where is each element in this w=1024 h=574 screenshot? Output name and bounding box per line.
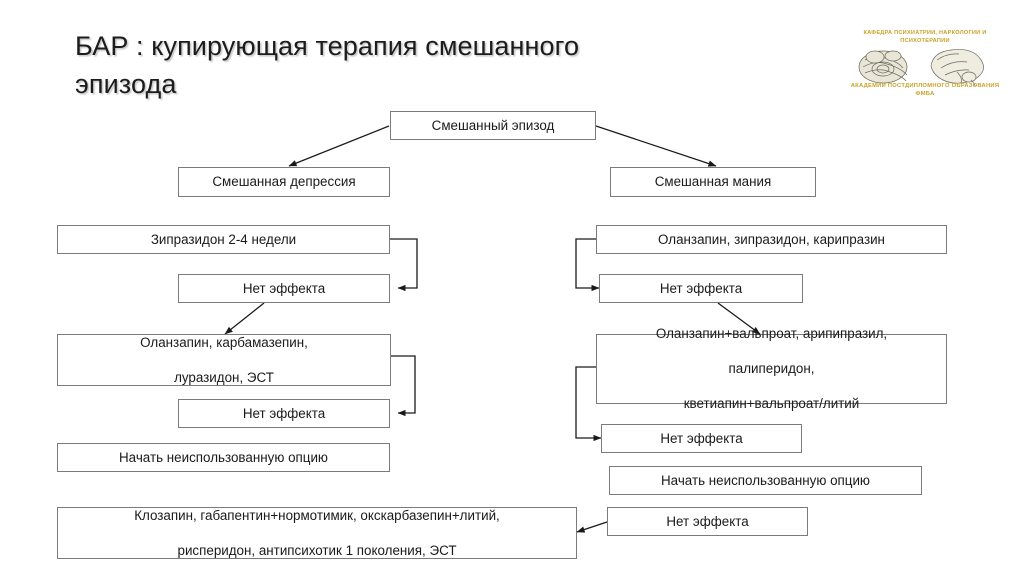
node-mixed-depression[interactable]: Смешанная депрессия (178, 167, 390, 197)
node-right-no-effect-3-label: Нет эффекта (666, 513, 749, 529)
node-left-no-effect-1[interactable]: Нет эффекта (178, 274, 390, 303)
node-mixed-depression-label: Смешанная депрессия (212, 174, 356, 190)
node-left-step-1[interactable]: Зипразидон 2-4 недели (57, 225, 390, 254)
node-left-step-2-label: Оланзапин, карбамазепин, луразидон, ЭСТ (64, 334, 384, 387)
node-right-no-effect-3[interactable]: Нет эффекта (607, 507, 808, 536)
node-mixed-episode[interactable]: Смешанный эпизод (390, 111, 596, 140)
node-final-options-label: Клозапин, габапентин+нормотимик, окскарб… (64, 507, 570, 560)
node-left-no-effect-1-label: Нет эффекта (242, 280, 326, 296)
node-right-no-effect-1-label: Нет эффекта (659, 280, 743, 296)
node-right-step-1[interactable]: Оланзапин, зипразидон, карипразин (596, 225, 947, 254)
node-left-no-effect-2[interactable]: Нет эффекта (178, 399, 390, 428)
node-right-no-effect-2[interactable]: Нет эффекта (601, 424, 802, 453)
node-left-no-effect-2-label: Нет эффекта (242, 405, 326, 421)
node-right-step-2[interactable]: Оланзапин+вальпроат, арипипразил, палипе… (596, 326, 947, 411)
brain-illustration-icon (858, 49, 984, 86)
department-logo: КАФЕДРА ПСИХИАТРИИ, НАРКОЛОГИИ И ПСИХОТЕ… (845, 30, 1005, 110)
node-right-step-1-label: Оланзапин, зипразидон, карипразин (658, 231, 885, 247)
node-mixed-mania[interactable]: Смешанная мания (610, 167, 816, 197)
node-right-unused-option-label: Начать неиспользованную опцию (661, 472, 870, 488)
node-left-unused-option-label: Начать неиспользованную опцию (119, 449, 328, 465)
node-right-step-2-label: Оланзапин+вальпроат, арипипразил, палипе… (603, 325, 940, 413)
node-left-step-1-label: Зипразидон 2-4 недели (150, 231, 297, 247)
node-left-step-2-line-2: луразидон, ЭСТ (174, 369, 274, 385)
page-title: БАР : купирующая терапия смешанного эпиз… (75, 31, 580, 99)
node-mixed-mania-label: Смешанная мания (654, 174, 772, 190)
node-final-options-line-1: Клозапин, габапентин+нормотимик, окскарб… (134, 507, 500, 523)
node-right-no-effect-2-label: Нет эффекта (660, 430, 743, 446)
logo-bottom-text: АКАДЕМИИ ПОСТДИПЛОМНОГО ОБРАЗОВАНИЯ ФМБА (850, 83, 1000, 97)
node-right-unused-option[interactable]: Начать неиспользованную опцию (609, 466, 922, 495)
logo-top-text: КАФЕДРА ПСИХИАТРИИ, НАРКОЛОГИИ И ПСИХОТЕ… (863, 30, 987, 44)
node-right-step-2-line-1: Оланзапин+вальпроат, арипипразил, (655, 326, 888, 342)
node-right-step-2-line-3: кветиапин+вальпроат/литий (683, 396, 860, 412)
node-right-step-2-line-2: палиперидон, (728, 361, 815, 377)
node-final-options-line-2: рисперидон, антипсихотик 1 поколения, ЭС… (177, 542, 457, 558)
node-final-options[interactable]: Клозапин, габапентин+нормотимик, окскарб… (57, 507, 577, 559)
node-left-step-2[interactable]: Оланзапин, карбамазепин, луразидон, ЭСТ (57, 334, 391, 386)
node-mixed-episode-label: Смешанный эпизод (431, 117, 555, 133)
node-left-step-2-line-1: Оланзапин, карбамазепин, (140, 334, 308, 350)
node-right-no-effect-1[interactable]: Нет эффекта (599, 274, 803, 303)
node-left-unused-option[interactable]: Начать неиспользованную опцию (57, 443, 390, 472)
